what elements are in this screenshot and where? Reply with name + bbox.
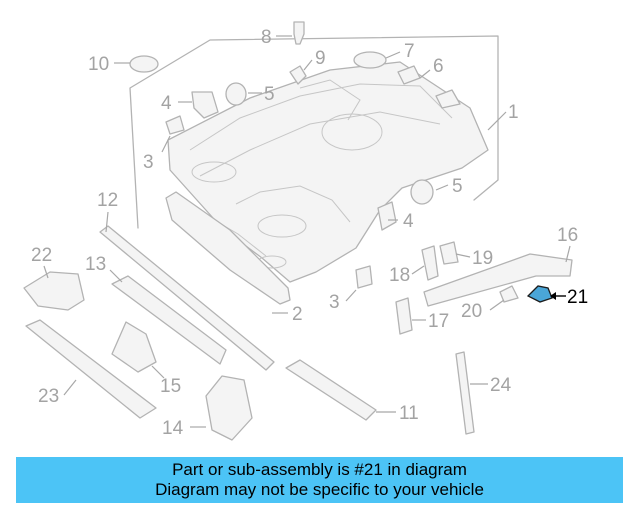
callout-13: 13 — [85, 254, 106, 275]
bracket-4a — [191, 91, 219, 119]
callout-22: 22 — [31, 245, 52, 266]
bracket-15 — [111, 321, 157, 373]
clip-9 — [289, 65, 307, 85]
group-frame — [129, 35, 499, 229]
callout-5a: 5 — [264, 84, 275, 105]
callout-24: 24 — [490, 375, 512, 396]
callout-16: 16 — [557, 225, 578, 246]
callout-14: 14 — [162, 418, 184, 439]
rail-16 — [423, 253, 573, 307]
callout-19: 19 — [472, 248, 493, 269]
bolt-8 — [293, 21, 305, 45]
callout-9: 9 — [315, 48, 326, 69]
callout-12: 12 — [97, 190, 118, 211]
part-21-highlight[interactable] — [526, 285, 553, 303]
callout-3a: 3 — [143, 152, 154, 173]
bracket-3b — [355, 265, 373, 289]
bracket-3a — [165, 115, 185, 135]
grommet-5b — [410, 179, 434, 205]
side-rail-2 — [165, 191, 291, 305]
callout-7: 7 — [404, 41, 415, 62]
crossmember-12 — [99, 225, 275, 371]
bracket-20 — [499, 285, 519, 303]
callout-11: 11 — [399, 403, 419, 424]
callout-8: 8 — [261, 27, 272, 48]
bracket-18 — [421, 245, 439, 281]
rail-13 — [111, 275, 227, 365]
rail-11 — [285, 359, 377, 421]
callout-23: 23 — [38, 386, 59, 407]
callout-6: 6 — [433, 56, 444, 77]
callout-1: 1 — [508, 102, 519, 123]
callout-3b: 3 — [329, 292, 340, 313]
info-banner: Part or sub-assembly is #21 in diagram D… — [16, 457, 623, 503]
callout-10: 10 — [88, 54, 109, 75]
bracket-4b — [377, 201, 397, 231]
callout-4a: 4 — [161, 93, 172, 114]
callout-5b: 5 — [452, 176, 463, 197]
rail-23 — [25, 319, 157, 419]
callout-17: 17 — [428, 311, 449, 332]
bracket-22 — [23, 271, 85, 311]
banner-line-2: Diagram may not be specific to your vehi… — [155, 480, 484, 499]
callout-2: 2 — [292, 304, 303, 325]
bracket-19 — [439, 241, 459, 265]
parts-diagram: 1 2 3 3 4 4 5 5 6 7 8 9 10 11 12 13 14 1… — [23, 21, 588, 441]
rod-24 — [455, 351, 475, 435]
plug-7 — [353, 51, 387, 69]
callout-15: 15 — [160, 376, 181, 397]
bracket-6b — [435, 89, 461, 109]
bracket-14 — [205, 375, 253, 441]
callout-20: 20 — [461, 301, 482, 322]
grommet-5a — [225, 82, 247, 106]
callout-21[interactable]: 21 — [567, 287, 588, 308]
plug-10 — [129, 55, 159, 73]
leader-lines — [43, 35, 571, 428]
callout-18: 18 — [389, 265, 410, 286]
banner-line-1: Part or sub-assembly is #21 in diagram — [172, 460, 467, 479]
plate-17 — [395, 297, 413, 335]
callout-4b: 4 — [403, 211, 414, 232]
